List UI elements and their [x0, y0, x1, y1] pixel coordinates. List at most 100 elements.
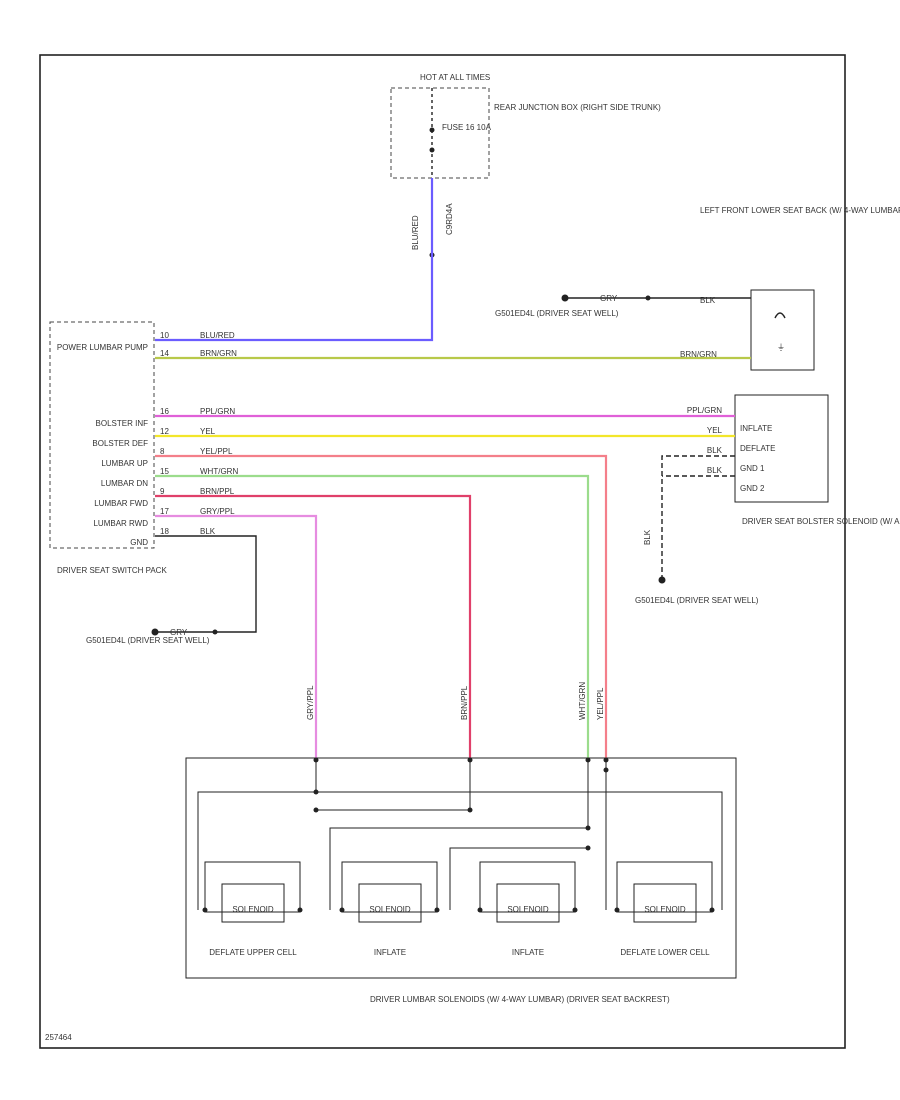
switch-wire-label: BLU/RED: [200, 331, 235, 340]
bolster-solenoid: DRIVER SEAT BOLSTER SOLENOID (W/ ADJUSTA…: [687, 394, 900, 526]
hot-at-all-times-label: HOT AT ALL TIMES: [420, 73, 490, 82]
module-splice-dot: [585, 845, 591, 851]
lumbar-module: DRIVER LUMBAR SOLENOIDS (W/ 4-WAY LUMBAR…: [185, 757, 737, 1004]
switch-pin-number: 8: [160, 447, 165, 456]
ground-left-wire-label: GRY: [170, 628, 188, 637]
module-splice-dot: [585, 825, 591, 831]
cell-terminal: [572, 907, 578, 913]
switch-wire-label: PPL/GRN: [200, 407, 235, 416]
wire-brn-ppl: [155, 494, 472, 760]
wire-blu-red: [155, 178, 434, 342]
blk-pump-label: BLK: [700, 296, 716, 305]
module-splice-dot: [585, 757, 591, 763]
ground-right-label: G501ED4L (DRIVER SEAT WELL): [635, 596, 759, 605]
fuse-block: HOT AT ALL TIMES FUSE 16 10A REAR JUNCTI…: [390, 73, 661, 258]
ground-left-wire: [155, 535, 257, 633]
cell-terminal: [477, 907, 483, 913]
bolster-solenoid-label: DRIVER SEAT BOLSTER SOLENOID (W/ ADJUSTA…: [742, 517, 900, 526]
switch-pin-number: 14: [160, 349, 169, 358]
bolster-row-label: GND 2: [740, 484, 765, 493]
module-splice-dot: [467, 757, 473, 763]
vertical-wire-label: BRN/PPL: [460, 685, 469, 720]
cell-terminal: [202, 907, 208, 913]
bolster-row-label: INFLATE: [740, 424, 772, 433]
module-splice-dot: [313, 807, 319, 813]
switch-pin-number: 16: [160, 407, 169, 416]
lumbar-module-label: DRIVER LUMBAR SOLENOIDS (W/ 4-WAY LUMBAR…: [370, 995, 670, 1004]
module-internal-wire: [329, 760, 589, 910]
coil-label: SOLENOID: [369, 905, 411, 914]
ground-left: GRY G501ED4L (DRIVER SEAT WELL): [86, 535, 257, 645]
bolster-row-label: DEFLATE: [740, 444, 775, 453]
ground-right-wire: [661, 455, 735, 580]
wire-wht-grn: [155, 474, 590, 760]
brn-grn-right-label: BRN/GRN: [680, 350, 717, 359]
vertical-wire-label: WHT/GRN: [578, 682, 587, 720]
cell-label: DEFLATE LOWER CELL: [620, 948, 710, 957]
cell-label: INFLATE: [512, 948, 544, 957]
cell-outer: [479, 861, 576, 913]
module-internal-wire: [316, 791, 723, 910]
module-splice-dot: [603, 767, 609, 773]
connector-label: C9RD4A: [445, 203, 454, 235]
pump-motor-symbol: [774, 312, 786, 319]
cell-terminal: [339, 907, 345, 913]
switch-pin-name: LUMBAR UP: [101, 459, 148, 468]
ground-top: GRY G501ED4L (DRIVER SEAT WELL): [495, 294, 751, 318]
rear-junction-box-label: REAR JUNCTION BOX (RIGHT SIDE TRUNK): [494, 103, 661, 112]
cell-terminal: [614, 907, 620, 913]
cell-terminal: [297, 907, 303, 913]
switch-wire-label: BRN/PPL: [200, 487, 235, 496]
lumbar-solenoid-cell: SOLENOID INFLATE: [477, 861, 578, 957]
module-internal-wire: [316, 760, 471, 811]
ground-right-eyelet: [658, 576, 666, 584]
junction-box-outline: [390, 87, 490, 179]
fuse-dot: [429, 147, 435, 153]
module-splice-dot: [313, 789, 319, 795]
blu-red-vertical-label: BLU/RED: [411, 215, 420, 250]
switch-pack-outline: [49, 321, 155, 549]
bolster-wire-label: YEL: [707, 426, 723, 435]
cell-outer: [341, 861, 438, 913]
module-internal-wire: [449, 847, 588, 910]
vertical-wire-label: YEL/PPL: [596, 687, 605, 720]
coil-box: [633, 883, 697, 923]
lumbar-module-box: [185, 757, 737, 979]
switch-wire-label: GRY/PPL: [200, 507, 235, 516]
bolster-wire-label: BLK: [707, 446, 723, 455]
lumbar-pump-label: LEFT FRONT LOWER SEAT BACK (W/ 4-WAY LUM…: [700, 206, 900, 215]
lumbar-pump-box: [750, 289, 815, 371]
module-splice-dot: [603, 757, 609, 763]
switch-pin-name: LUMBAR DN: [101, 479, 148, 488]
footer-code: 257464: [45, 1033, 72, 1042]
module-splice-dot: [313, 757, 319, 763]
ground-top-label: G501ED4L (DRIVER SEAT WELL): [495, 309, 619, 318]
switch-pin-number: 18: [160, 527, 169, 536]
coil-box: [358, 883, 422, 923]
ground-left-splice: [212, 629, 218, 635]
switch-pin-name: BOLSTER INF: [96, 419, 149, 428]
cell-terminal: [709, 907, 715, 913]
switch-wire-label: WHT/GRN: [200, 467, 238, 476]
switch-pin-name: GND: [130, 538, 148, 547]
lumbar-solenoid-cell: SOLENOID INFLATE: [339, 861, 440, 957]
switch-wire-label: BLK: [200, 527, 216, 536]
fuse-dot: [429, 127, 435, 133]
bolster-solenoid-box: [734, 394, 829, 503]
coil-label: SOLENOID: [507, 905, 549, 914]
switch-wire-label: YEL/PPL: [200, 447, 233, 456]
bolster-wire-label: PPL/GRN: [687, 406, 722, 415]
cell-outer: [204, 861, 301, 913]
coil-label: SOLENOID: [232, 905, 274, 914]
pump-ground-symbol: ⏚: [777, 343, 785, 352]
ground-left-label: G501ED4L (DRIVER SEAT WELL): [86, 636, 210, 645]
cell-label: INFLATE: [374, 948, 406, 957]
switch-wire-label: BRN/GRN: [200, 349, 237, 358]
switch-pin-number: 12: [160, 427, 169, 436]
switch-pin-name: POWER LUMBAR PUMP: [57, 343, 148, 352]
ground-top-eyelet: [561, 294, 569, 302]
switch-pin-number: 17: [160, 507, 169, 516]
bolster-row-label: GND 1: [740, 464, 765, 473]
